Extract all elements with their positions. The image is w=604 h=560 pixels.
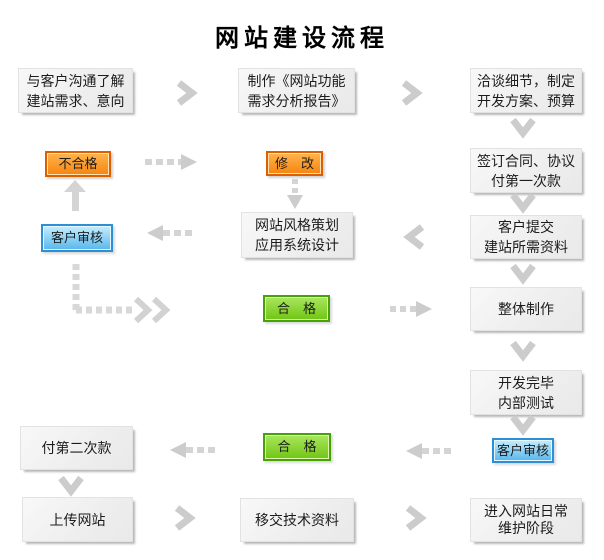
node-label: 制作《网站功能 <box>247 72 346 89</box>
node-label: 洽谈细节，制定 <box>477 72 575 89</box>
node-label: 建站需求、意向 <box>26 92 125 109</box>
node-pass-bottom: 合 格 <box>263 433 331 461</box>
node-communicate: 与客户沟通了解 建站需求、意向 <box>18 68 133 113</box>
arrow-down-icon <box>510 117 536 139</box>
node-label: 移交技术资料 <box>255 512 339 528</box>
node-label: 客户提交 <box>498 219 554 235</box>
node-label: 合 格 <box>277 439 317 454</box>
arrow-up-icon <box>64 180 86 211</box>
node-maintenance: 进入网站日常 维护阶段 <box>470 498 582 542</box>
node-upload-site: 上传网站 <box>22 497 133 542</box>
node-modify: 修 改 <box>266 151 323 176</box>
arrow-dashed-left-icon <box>170 442 216 458</box>
arrow-down-icon <box>510 192 536 214</box>
arrow-right-icon <box>405 505 427 531</box>
node-label: 客户审核 <box>50 230 103 245</box>
arrow-down-icon <box>510 340 536 362</box>
node-label: 开发方案、预算 <box>477 92 575 109</box>
node-label: 不合格 <box>58 156 98 171</box>
node-design: 网站风格策划 应用系统设计 <box>241 212 353 258</box>
arrow-dashed-left-icon <box>406 443 454 459</box>
arrow-right-icon <box>176 80 198 106</box>
node-dev-test: 开发完毕 内部测试 <box>470 370 582 415</box>
node-label: 修 改 <box>274 155 314 171</box>
node-sign-contract: 签订合同、协议 付第一次款 <box>470 148 582 193</box>
node-label: 进入网站日常 <box>484 503 568 519</box>
arrow-right-icon <box>174 505 196 531</box>
node-label: 需求分析报告》 <box>247 92 346 109</box>
node-label: 网站风格策划 <box>255 217 339 233</box>
node-label: 付第一次款 <box>491 172 561 189</box>
node-label: 整体制作 <box>498 301 554 317</box>
arrow-dashed-right-icon <box>145 154 197 170</box>
node-pay-second: 付第二次款 <box>20 426 133 470</box>
node-label: 内部测试 <box>498 394 554 411</box>
node-label: 合 格 <box>276 300 316 316</box>
node-fail: 不合格 <box>45 151 111 177</box>
node-label: 建站所需资料 <box>484 239 568 255</box>
node-label: 上传网站 <box>49 511 106 528</box>
node-handover-docs: 移交技术资料 <box>240 498 354 542</box>
arrow-dashed-left-icon <box>147 225 195 241</box>
arrow-down-icon <box>510 414 536 436</box>
node-negotiate: 洽谈细节，制定 开发方案、预算 <box>470 68 582 113</box>
node-client-submit: 客户提交 建站所需资料 <box>470 215 582 259</box>
arrow-down-icon <box>58 475 84 497</box>
node-label: 付第二次款 <box>41 440 112 456</box>
arrow-dashed-elbow-right-icon <box>72 264 171 324</box>
node-production: 整体制作 <box>470 287 582 331</box>
arrow-down-icon <box>510 263 536 285</box>
arrow-right-icon <box>401 80 423 106</box>
page-title: 网站建设流程 <box>215 25 389 52</box>
node-pass-mid: 合 格 <box>263 295 330 322</box>
node-label: 与客户沟通了解 <box>26 72 125 89</box>
node-client-review-right: 客户审核 <box>492 438 554 463</box>
node-label: 签订合同、协议 <box>477 152 575 169</box>
arrow-dashed-right-icon <box>390 301 432 317</box>
node-label: 开发完毕 <box>498 374 554 391</box>
arrow-left-icon <box>403 224 425 250</box>
node-label: 应用系统设计 <box>255 237 339 253</box>
node-label: 客户审核 <box>496 442 549 458</box>
arrow-dashed-down-icon <box>287 179 303 209</box>
node-report: 制作《网站功能 需求分析报告》 <box>238 68 355 113</box>
node-client-review-left: 客户审核 <box>41 224 113 252</box>
node-label: 维护阶段 <box>498 520 554 536</box>
